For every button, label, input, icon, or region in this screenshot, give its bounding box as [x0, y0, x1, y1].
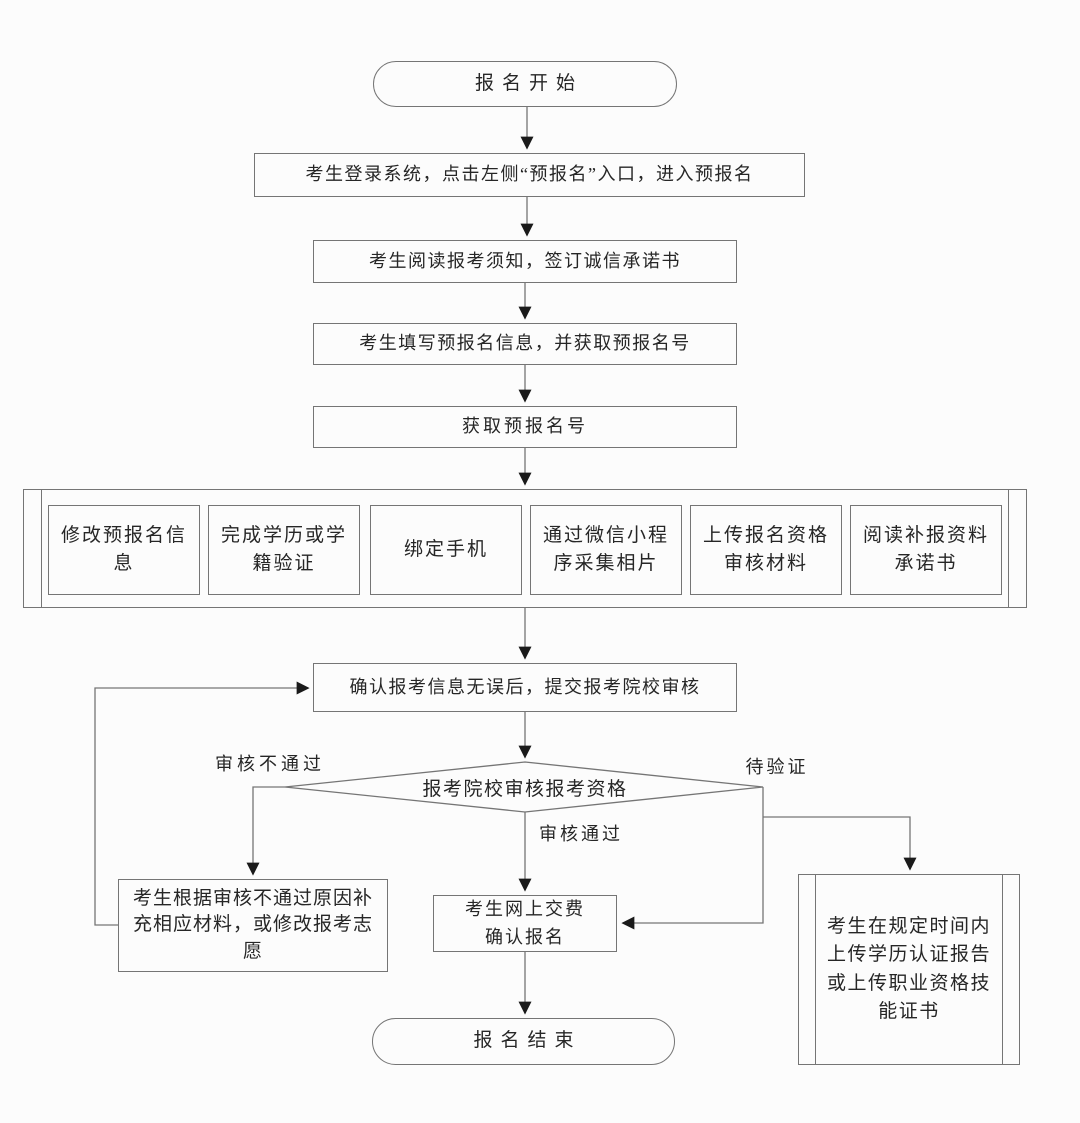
end-terminal: 报名结束 — [372, 1018, 675, 1065]
decision-diamond — [284, 761, 764, 813]
branch-label-pending: 待验证 — [745, 757, 809, 777]
task-upload-materials: 上传报名资格 审核材料 — [690, 505, 842, 595]
predefined-inner-line-right — [1002, 874, 1003, 1065]
task-read-pledge: 阅读补报资料 承诺书 — [850, 505, 1002, 595]
step-fail-fix-box: 考生根据审核不通过原因补 充相应材料，或修改报考志 愿 — [118, 879, 388, 972]
connector-decision-to-failfix — [246, 786, 285, 876]
branch-label-fail: 审核不通过 — [215, 754, 325, 774]
step-upload-certificates-box: 考生在规定时间内 上传学历认证报告 或上传职业资格技 能证书 — [798, 874, 1020, 1065]
step-get-number-box: 获取预报名号 — [313, 406, 737, 448]
branch-label-pass: 审核通过 — [539, 824, 623, 844]
step-pay-confirm-box: 考生网上交费 确认报名 — [433, 895, 617, 952]
connector-failfix-to-confirm — [94, 681, 310, 926]
predefined-inner-line-left — [815, 874, 816, 1065]
task-education-verify: 完成学历或学 籍验证 — [208, 505, 360, 595]
start-terminal: 报名开始 — [373, 61, 677, 107]
parallel-band — [23, 489, 1027, 608]
band-inner-line-right — [1008, 490, 1009, 607]
connector-pending-to-upload — [763, 816, 917, 871]
step-confirm-submit-box: 确认报考信息无误后，提交报考院校审核 — [313, 663, 737, 712]
step-login-box: 考生登录系统，点击左侧“预报名”入口，进入预报名 — [254, 153, 805, 197]
step-read-notice-box: 考生阅读报考须知，签订诚信承诺书 — [313, 240, 737, 283]
task-edit-preregistration: 修改预报名信 息 — [48, 505, 200, 595]
decision-label: 报考院校审核报考资格 — [422, 778, 628, 800]
task-bind-phone: 绑定手机 — [370, 505, 522, 595]
step-fill-info-box: 考生填写预报名信息，并获取预报名号 — [313, 323, 737, 365]
task-wechat-photo: 通过微信小程 序采集相片 — [530, 505, 682, 595]
connector-pending-to-pay — [621, 787, 764, 930]
band-inner-line-left — [41, 490, 42, 607]
